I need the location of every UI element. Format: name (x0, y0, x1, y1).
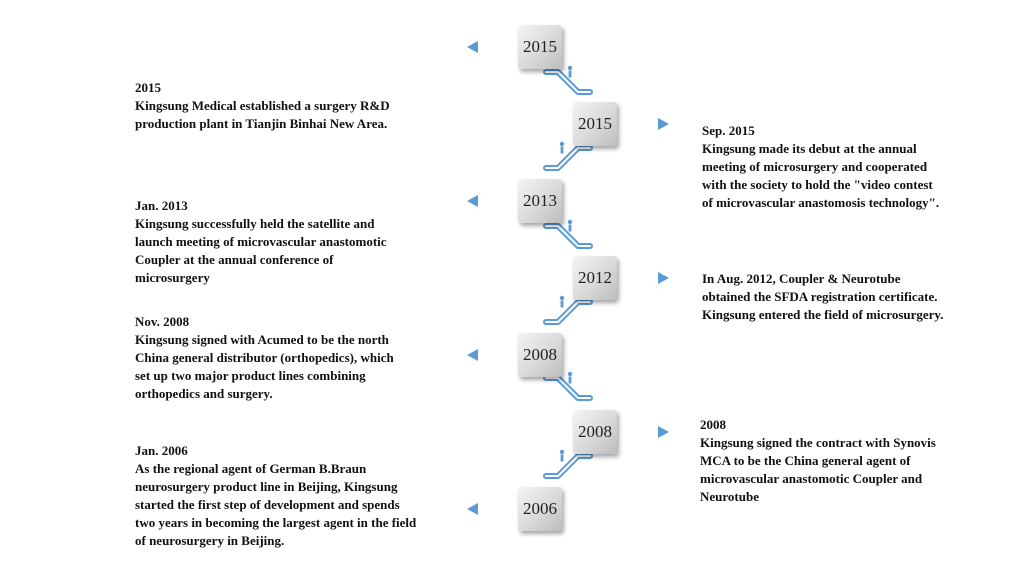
escalator-connector-icon (543, 141, 593, 171)
year-box-2006: 2006 (518, 487, 562, 531)
event-description: Kingsung Medical established a surgery R… (135, 98, 390, 131)
event-date: 2008 (700, 417, 726, 432)
arrow-right-icon (658, 426, 669, 438)
event-2006-left: Jan. 2006 As the regional agent of Germa… (135, 442, 465, 550)
escalator-connector-icon (543, 219, 593, 249)
year-box-2012: 2012 (573, 256, 617, 300)
year-box-2015-top: 2015 (518, 25, 562, 69)
year-box-2013: 2013 (518, 179, 562, 223)
event-description: Kingsung successfully held the satellite… (135, 216, 387, 285)
arrow-right-icon (658, 118, 669, 130)
escalator-connector-icon (543, 371, 593, 401)
event-description: Kingsung signed with Acumed to be the no… (135, 332, 394, 401)
event-2013-left: Jan. 2013 Kingsung successfully held the… (135, 197, 455, 287)
event-date: 2015 (135, 80, 161, 95)
year-box-2008-right: 2008 (573, 410, 617, 454)
event-description: As the regional agent of German B.Braun … (135, 461, 417, 548)
event-2008-right: 2008 Kingsung signed the contract with S… (700, 416, 1000, 506)
escalator-connector-icon (543, 449, 593, 479)
year-box-2015: 2015 (573, 102, 617, 146)
event-date: Sep. 2015 (702, 123, 755, 138)
event-2015-right: Sep. 2015 Kingsung made its debut at the… (702, 122, 1002, 212)
arrow-left-icon (467, 349, 478, 361)
escalator-connector-icon (543, 65, 593, 95)
arrow-left-icon (467, 195, 478, 207)
arrow-right-icon (658, 272, 669, 284)
event-description: In Aug. 2012, Coupler & Neurotube obtain… (702, 271, 944, 322)
event-date: Jan. 2013 (135, 198, 188, 213)
escalator-connector-icon (543, 295, 593, 325)
arrow-left-icon (467, 41, 478, 53)
event-2015-left: 2015 Kingsung Medical established a surg… (135, 79, 455, 133)
event-2008-left: Nov. 2008 Kingsung signed with Acumed to… (135, 313, 455, 403)
arrow-left-icon (467, 503, 478, 515)
event-description: Kingsung signed the contract with Synovi… (700, 435, 936, 504)
event-description: Kingsung made its debut at the annual me… (702, 141, 940, 210)
event-date: Nov. 2008 (135, 314, 190, 329)
year-box-2008-left: 2008 (518, 333, 562, 377)
event-date: Jan. 2006 (135, 443, 188, 458)
event-2012-right: In Aug. 2012, Coupler & Neurotube obtain… (702, 270, 1002, 324)
